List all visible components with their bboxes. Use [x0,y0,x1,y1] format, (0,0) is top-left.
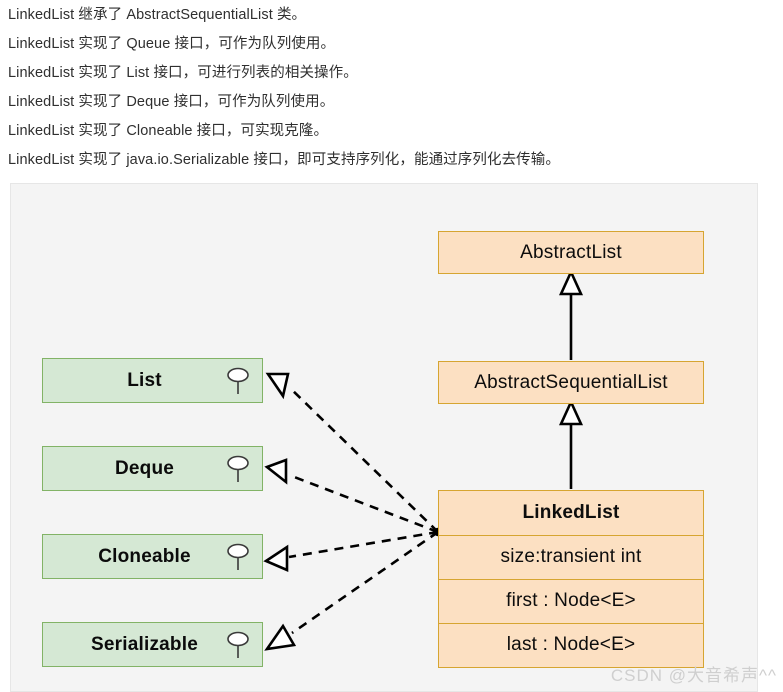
intro-line: LinkedList 实现了 Queue 接口，可作为队列使用。 [8,35,336,52]
uml-interface-deque[interactable]: Deque [42,446,263,491]
uml-attribute-row: size:transient int [439,534,703,580]
realization-linkedlist-to-list [265,372,439,533]
realization-linkedlist-to-serializable [264,530,439,651]
uml-attribute-row: last : Node<E> [439,622,703,668]
intro-line: LinkedList 实现了 List 接口，可进行列表的相关操作。 [8,64,358,81]
intro-text-block: LinkedList 继承了 AbstractSequentialList 类。… [0,0,783,174]
uml-class-title: AbstractList [520,241,622,263]
intro-line: LinkedList 实现了 java.io.Serializable 接口，即… [8,151,560,168]
uml-interface-label: List [127,369,162,391]
generalization-linkedlist-to-asl [558,398,584,489]
intro-line: LinkedList 实现了 Cloneable 接口，可实现克隆。 [8,122,329,139]
uml-class-abstract-sequential-list[interactable]: AbstractSequentialList [438,361,704,404]
uml-interface-cloneable[interactable]: Cloneable [42,534,263,579]
interface-lollipop-icon [227,631,249,658]
uml-interface-list[interactable]: List [42,358,263,403]
uml-interface-label: Deque [114,457,175,479]
uml-attribute-row: first : Node<E> [439,579,703,623]
generalization-asl-to-abstractlist [558,268,584,360]
realization-linkedlist-to-deque [264,458,439,534]
uml-class-title: AbstractSequentialList [474,371,668,393]
uml-interface-label: Cloneable [98,545,191,567]
uml-class-linked-list[interactable]: LinkedList size:transient int first : No… [438,490,704,668]
interface-lollipop-icon [227,367,249,394]
uml-diagram-canvas: AbstractList AbstractSequentialList Link… [10,183,758,692]
uml-class-title: LinkedList [522,501,620,523]
uml-connectors-layer [263,268,584,651]
uml-class-abstract-list[interactable]: AbstractList [438,231,704,274]
uml-interface-label: Serializable [91,633,198,655]
intro-line: LinkedList 实现了 Deque 接口，可作为队列使用。 [8,93,335,110]
realization-linkedlist-to-cloneable [263,530,439,572]
interface-lollipop-icon [227,543,249,570]
interface-lollipop-icon [227,455,249,482]
intro-line: LinkedList 继承了 AbstractSequentialList 类。 [8,6,307,23]
uml-interface-serializable[interactable]: Serializable [42,622,263,667]
